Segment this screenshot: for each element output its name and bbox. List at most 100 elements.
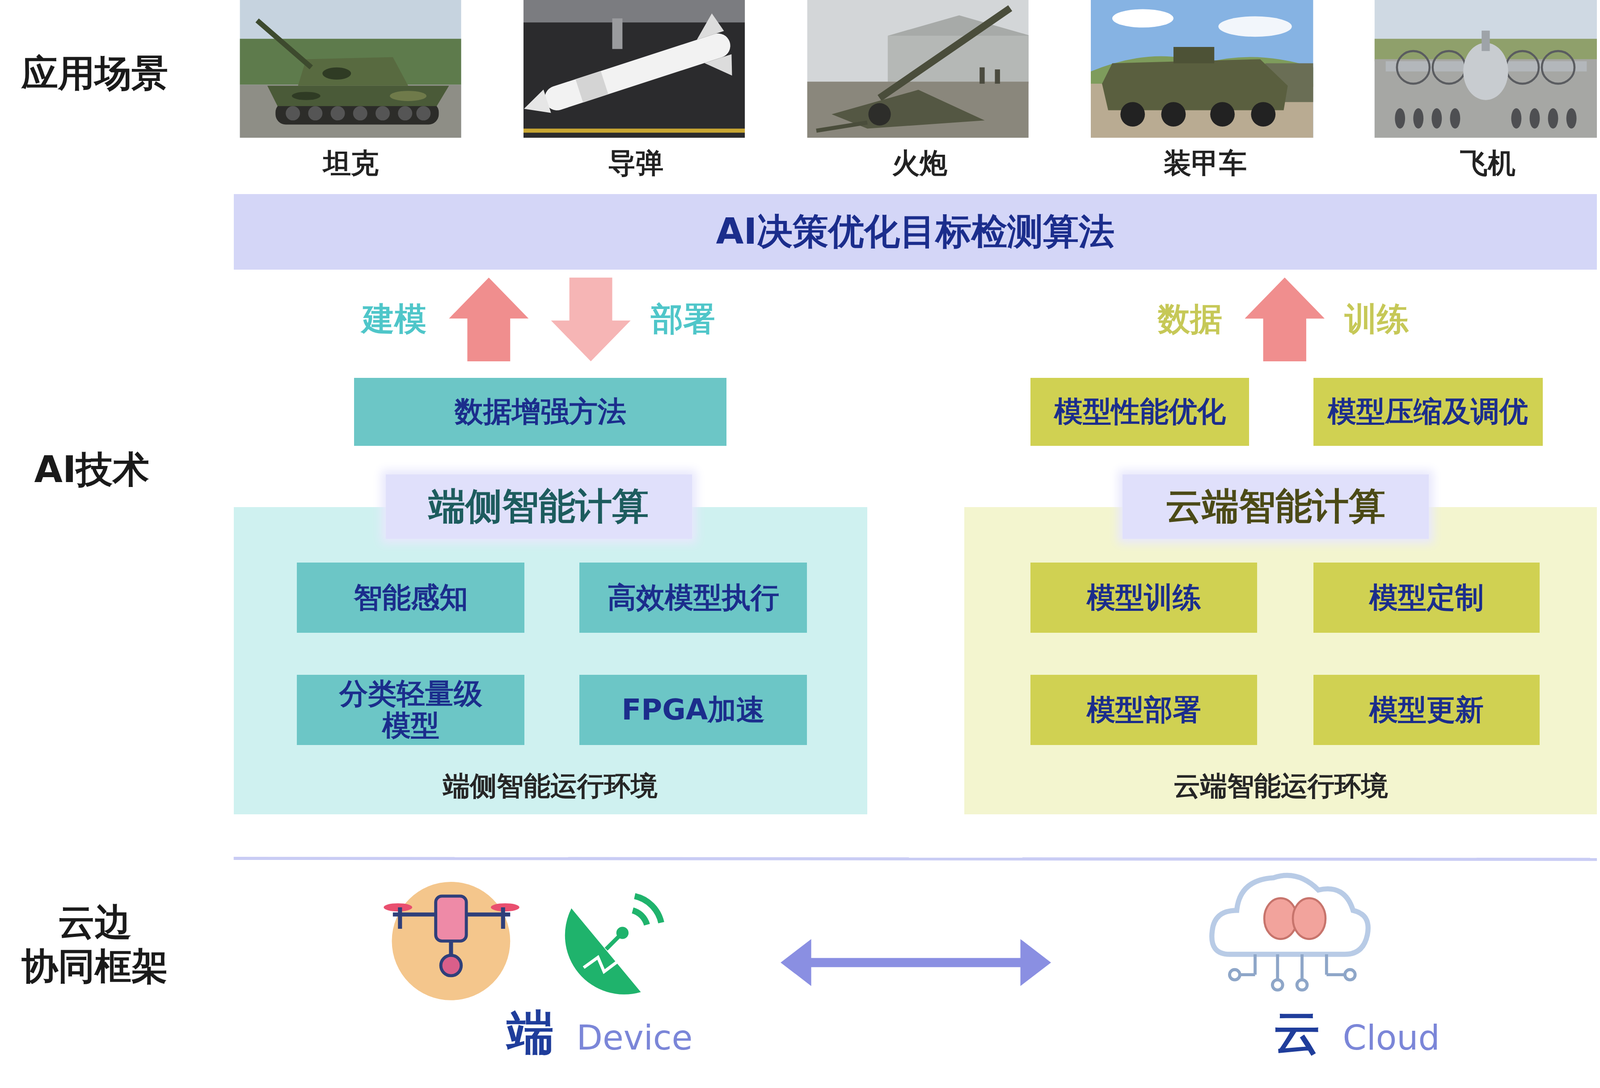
process-box: 模型训练 — [1030, 562, 1258, 633]
ground — [239, 84, 461, 138]
drone-body — [435, 895, 467, 941]
aircraft-photo — [1374, 0, 1598, 138]
double-arrow — [780, 938, 1052, 986]
background — [523, 0, 745, 138]
block-arrow — [448, 277, 529, 362]
process-box: 模型压缩及调优 — [1313, 377, 1544, 447]
arrow-label: 数据 — [1157, 297, 1223, 341]
process-box: 高效模型执行 — [579, 562, 807, 633]
box-label: 模型性能优化 — [1054, 395, 1226, 429]
camera-mount — [448, 940, 453, 955]
box-label: 分类轻量级模型 — [336, 677, 486, 742]
bomb — [1548, 108, 1559, 129]
wheel — [397, 105, 413, 121]
floor-stripe — [523, 128, 745, 133]
process-box: 模型更新 — [1313, 674, 1541, 745]
dish — [565, 907, 642, 995]
sky — [239, 0, 461, 138]
missile-photo — [523, 0, 745, 138]
sky — [1374, 0, 1598, 138]
process-box: FPGA加速 — [579, 674, 807, 745]
endpoint-glyph: 云 — [1273, 1008, 1321, 1056]
box-label: 模型压缩及调优 — [1327, 395, 1529, 429]
wheel — [308, 105, 323, 121]
fin — [690, 11, 725, 40]
box-label: 智能感知 — [353, 581, 469, 615]
separator-line — [233, 857, 1597, 859]
row-heading: 应用场景 — [21, 51, 169, 96]
box-label: 高效模型执行 — [607, 581, 780, 615]
sky — [1090, 0, 1314, 138]
photo-caption: 导弹 — [607, 144, 664, 182]
box-label: 模型部署 — [1086, 693, 1202, 727]
cloud — [1112, 9, 1174, 28]
photo-caption: 飞机 — [1460, 144, 1516, 182]
bomb — [1431, 108, 1442, 129]
wheel — [353, 105, 368, 121]
panel-title: 云端智能计算 — [1122, 474, 1429, 539]
arrow-label: 建模 — [362, 297, 427, 341]
turret — [1173, 46, 1215, 64]
drone-leg — [397, 907, 402, 929]
person — [994, 69, 1000, 84]
band-title: AI决策优化目标检测算法 — [716, 211, 1115, 253]
circuit-line — [1239, 972, 1255, 976]
dish-mark — [583, 957, 621, 972]
drone-leg — [501, 907, 506, 929]
wheel — [285, 105, 300, 121]
tank-photo — [239, 0, 461, 138]
cloud-endpoint: 云 Cloud — [1055, 872, 1449, 1067]
cloud — [1218, 16, 1292, 38]
wheel — [1250, 101, 1276, 127]
missile-body — [541, 30, 734, 114]
propeller — [1432, 50, 1466, 84]
brain-half — [1292, 897, 1326, 939]
bomb — [1511, 108, 1522, 129]
photo-caption: 装甲车 — [1163, 144, 1247, 182]
propeller — [1506, 50, 1539, 84]
environment-panel: 云端智能计算云端智能运行环境模型训练模型定制模型部署模型更新 — [964, 506, 1597, 815]
propeller — [1541, 50, 1575, 84]
wheel — [1161, 101, 1187, 127]
turret — [297, 57, 409, 86]
algorithm-band: AI决策优化目标检测算法 — [233, 194, 1597, 270]
process-box: 模型定制 — [1313, 562, 1541, 633]
cloud-outline — [1211, 875, 1368, 955]
signal-arc — [632, 910, 647, 925]
trail — [816, 122, 868, 131]
circuit-node — [1229, 969, 1240, 980]
circuit-line — [1326, 972, 1345, 976]
bomb — [1529, 108, 1541, 129]
arrow-label: 训练 — [1344, 297, 1410, 341]
fin — [704, 54, 739, 83]
block-arrow — [551, 277, 631, 362]
barrel — [879, 8, 1011, 98]
bomb — [1413, 108, 1424, 129]
icon-disc — [391, 881, 511, 1001]
camo — [291, 91, 321, 100]
feed-head — [616, 926, 629, 939]
device-endpoint: 端Device — [382, 872, 776, 1067]
process-box: 智能感知 — [296, 562, 525, 633]
photo-caption: 火炮 — [891, 144, 948, 182]
box-label: 模型更新 — [1369, 693, 1484, 727]
satellite-dish-icon — [565, 895, 662, 995]
environment-panel: 端侧智能计算端侧智能运行环境智能感知高效模型执行分类轻量级模型FPGA加速 — [233, 506, 868, 815]
photo-caption: 坦克 — [323, 144, 379, 182]
wheel — [1120, 101, 1145, 127]
process-box: 模型性能优化 — [1030, 377, 1249, 447]
endpoint-name: Cloud — [1342, 1018, 1440, 1057]
row-heading: AI技术 — [33, 447, 150, 492]
barrel — [257, 20, 312, 68]
missile-nose — [523, 89, 552, 121]
endpoint-glyph: 端 — [506, 1008, 554, 1056]
row-heading: 云边 协同框架 — [14, 899, 176, 988]
circuit-line — [1325, 954, 1329, 975]
panel-title: 端侧智能计算 — [385, 474, 693, 539]
wheel — [1210, 101, 1235, 127]
circuit-node — [1344, 969, 1356, 980]
circuit-line — [1275, 954, 1280, 980]
hull — [267, 85, 449, 107]
panel-footer: 端侧智能运行环境 — [233, 768, 868, 805]
